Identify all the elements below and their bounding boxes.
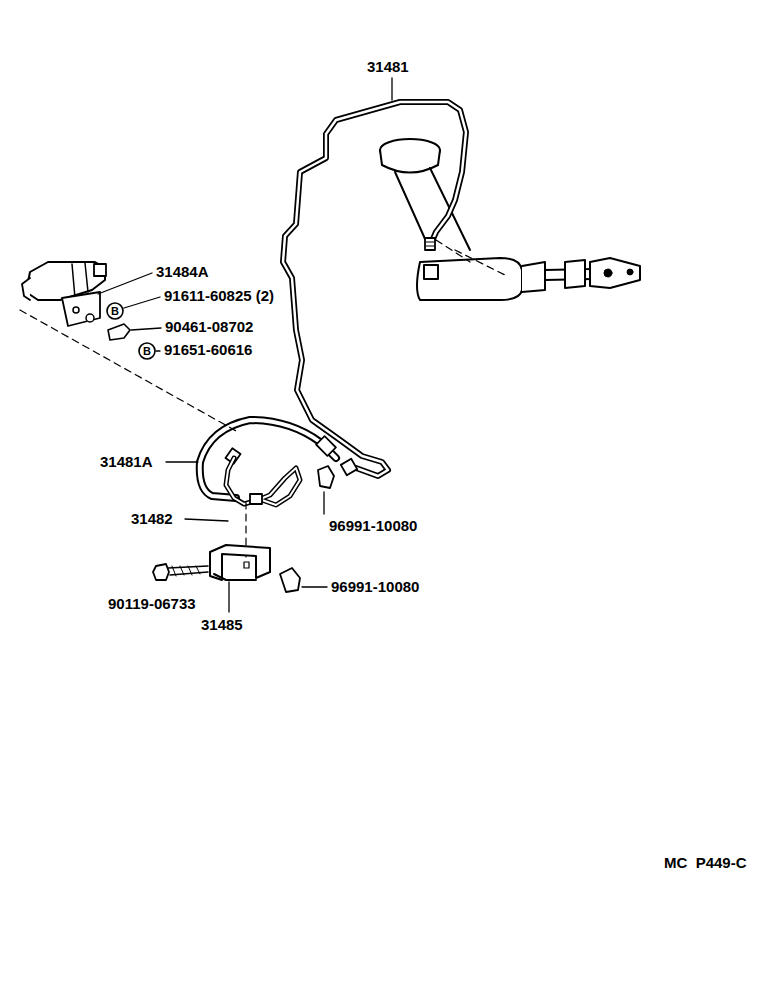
part-number: 31481 [367, 58, 409, 76]
part-number: 96991-10080 [329, 517, 417, 535]
part-number: 31481A [100, 453, 153, 471]
part-number: 31485 [201, 616, 243, 634]
part-number: 31484A [156, 263, 209, 281]
part-number: 91651-60616 [164, 341, 252, 359]
bolt-symbol-letter: B [140, 344, 154, 358]
part-number: 90119-06733 [108, 595, 196, 613]
drawing-code: MC P449-C [664, 854, 747, 872]
part-number: 31482 [131, 510, 173, 528]
part-number: 91611-60825 (2) [164, 287, 274, 305]
part-number: 90461-08702 [165, 318, 253, 336]
part-number: 96991-10080 [331, 578, 419, 596]
bolt-symbol-letter: B [108, 304, 122, 318]
